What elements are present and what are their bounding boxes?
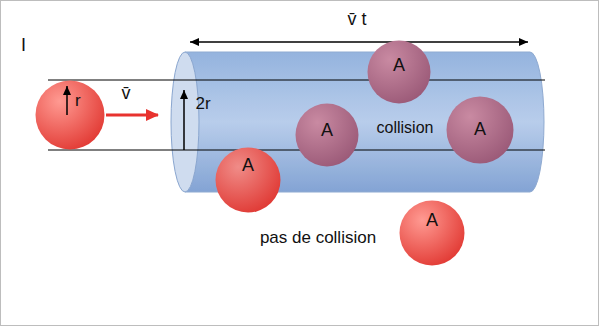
sphere-node: A [295,103,359,167]
sphere-shape [35,80,105,150]
sphere-node: A [446,96,514,164]
radius-arrow [183,90,185,150]
sphere-label: A [474,120,486,140]
cylinder-face [171,52,199,192]
sphere-label: A [242,156,254,176]
sphere-circle [296,104,359,167]
sphere-shape [399,200,465,266]
sphere-label: r [75,92,81,111]
dimension-arrow [190,41,528,42]
sphere-label: A [321,121,333,141]
diagram-label: 2r [195,95,210,114]
diagram-label: v̄ [122,84,131,104]
sphere-circle [447,97,514,164]
sphere-circle [216,148,281,213]
diagram-label: collision [377,119,434,137]
sphere-circle [368,41,431,104]
diagram-label: pas de collision [260,229,376,248]
boundary-line [48,80,545,81]
radius-arrow [66,86,68,115]
sphere-node: Ir [35,80,105,150]
sphere-node: A [399,200,465,266]
sphere-node: A [215,147,281,213]
sphere-label: A [426,211,438,231]
diagram-label: v̄ t [347,10,366,30]
sphere-node: A [367,40,431,104]
sphere-label: I [21,36,26,56]
velocity-arrow [106,114,158,117]
sphere-label: A [393,56,405,76]
sphere-circle [400,201,465,266]
sphere-circle [36,81,105,150]
